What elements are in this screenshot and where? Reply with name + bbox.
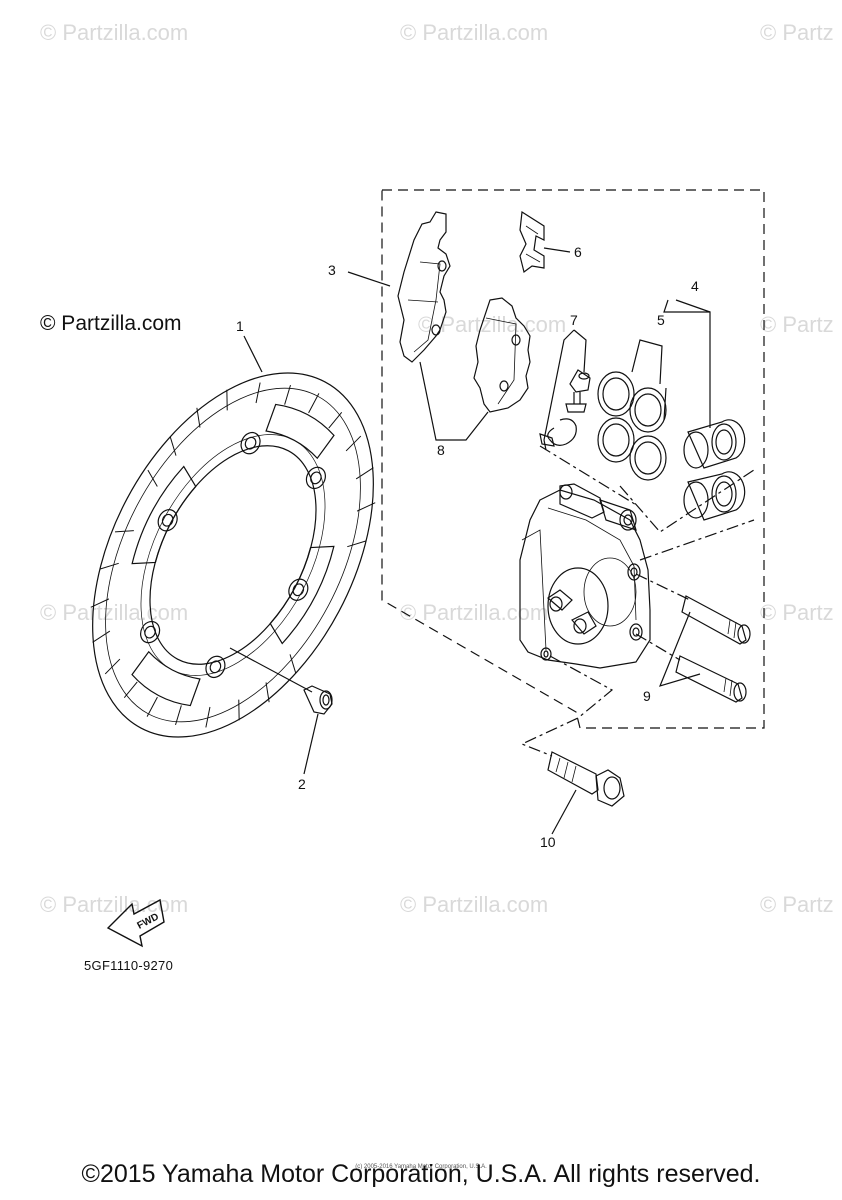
watermark: © Partzilla.com	[40, 20, 189, 45]
fwd-label: FWD	[136, 911, 161, 931]
caliper-body	[519, 483, 651, 669]
leader-1	[243, 335, 263, 373]
callout-7: 7	[570, 312, 578, 328]
brake-pad-outer	[397, 211, 451, 363]
callout-3: 3	[328, 262, 336, 278]
leader-6	[543, 247, 571, 253]
part-number: 5GF1110-9270	[84, 958, 174, 973]
watermark: © Partz	[760, 312, 834, 337]
leader-7	[543, 329, 575, 441]
caliper-pins	[675, 595, 751, 703]
callout-5: 5	[657, 312, 665, 328]
brake-disc	[90, 372, 376, 738]
pad-spring-clip	[519, 210, 545, 274]
piston-seals	[597, 371, 667, 481]
leader-4	[663, 299, 711, 428]
brand-watermark: © Partzilla.com	[40, 312, 182, 335]
watermark: © Partz	[760, 600, 834, 625]
disc-bolt	[229, 647, 333, 775]
assembly-boundary	[381, 189, 765, 729]
watermark: © Partzilla.com	[400, 892, 549, 917]
callout-4: 4	[691, 278, 699, 294]
brake-pad-inner	[473, 297, 531, 413]
watermark: © Partz	[760, 892, 834, 917]
watermark: © Partzilla.com	[40, 600, 189, 625]
leader-8	[419, 361, 489, 441]
bleed-cap	[539, 418, 577, 447]
callout-6: 6	[574, 244, 582, 260]
fwd-arrow-icon	[106, 898, 165, 948]
bleed-screw	[565, 369, 591, 413]
watermark: © Partzilla.com	[400, 600, 549, 625]
leader-5	[631, 339, 663, 385]
callout-9: 9	[643, 688, 651, 704]
watermark: © Partzilla.com	[40, 892, 189, 917]
leader-9	[658, 611, 701, 687]
copyright-notice: ©2015 Yamaha Motor Corporation, U.S.A. A…	[81, 1160, 761, 1188]
watermark: © Partz	[760, 20, 834, 45]
watermark: © Partzilla.com	[418, 312, 567, 337]
callout-2: 2	[298, 776, 306, 792]
leader-10	[551, 789, 577, 835]
tiny-notice: (c) 2005-2016 Yamaha Motor Corporation, …	[355, 1164, 487, 1170]
leader-3	[347, 271, 391, 287]
pistons	[683, 419, 746, 521]
callout-10: 10	[540, 834, 556, 850]
callout-8: 8	[437, 442, 445, 458]
callout-1: 1	[236, 318, 244, 334]
watermark: © Partzilla.com	[400, 20, 549, 45]
caliper-mounting-bolt	[547, 751, 625, 807]
